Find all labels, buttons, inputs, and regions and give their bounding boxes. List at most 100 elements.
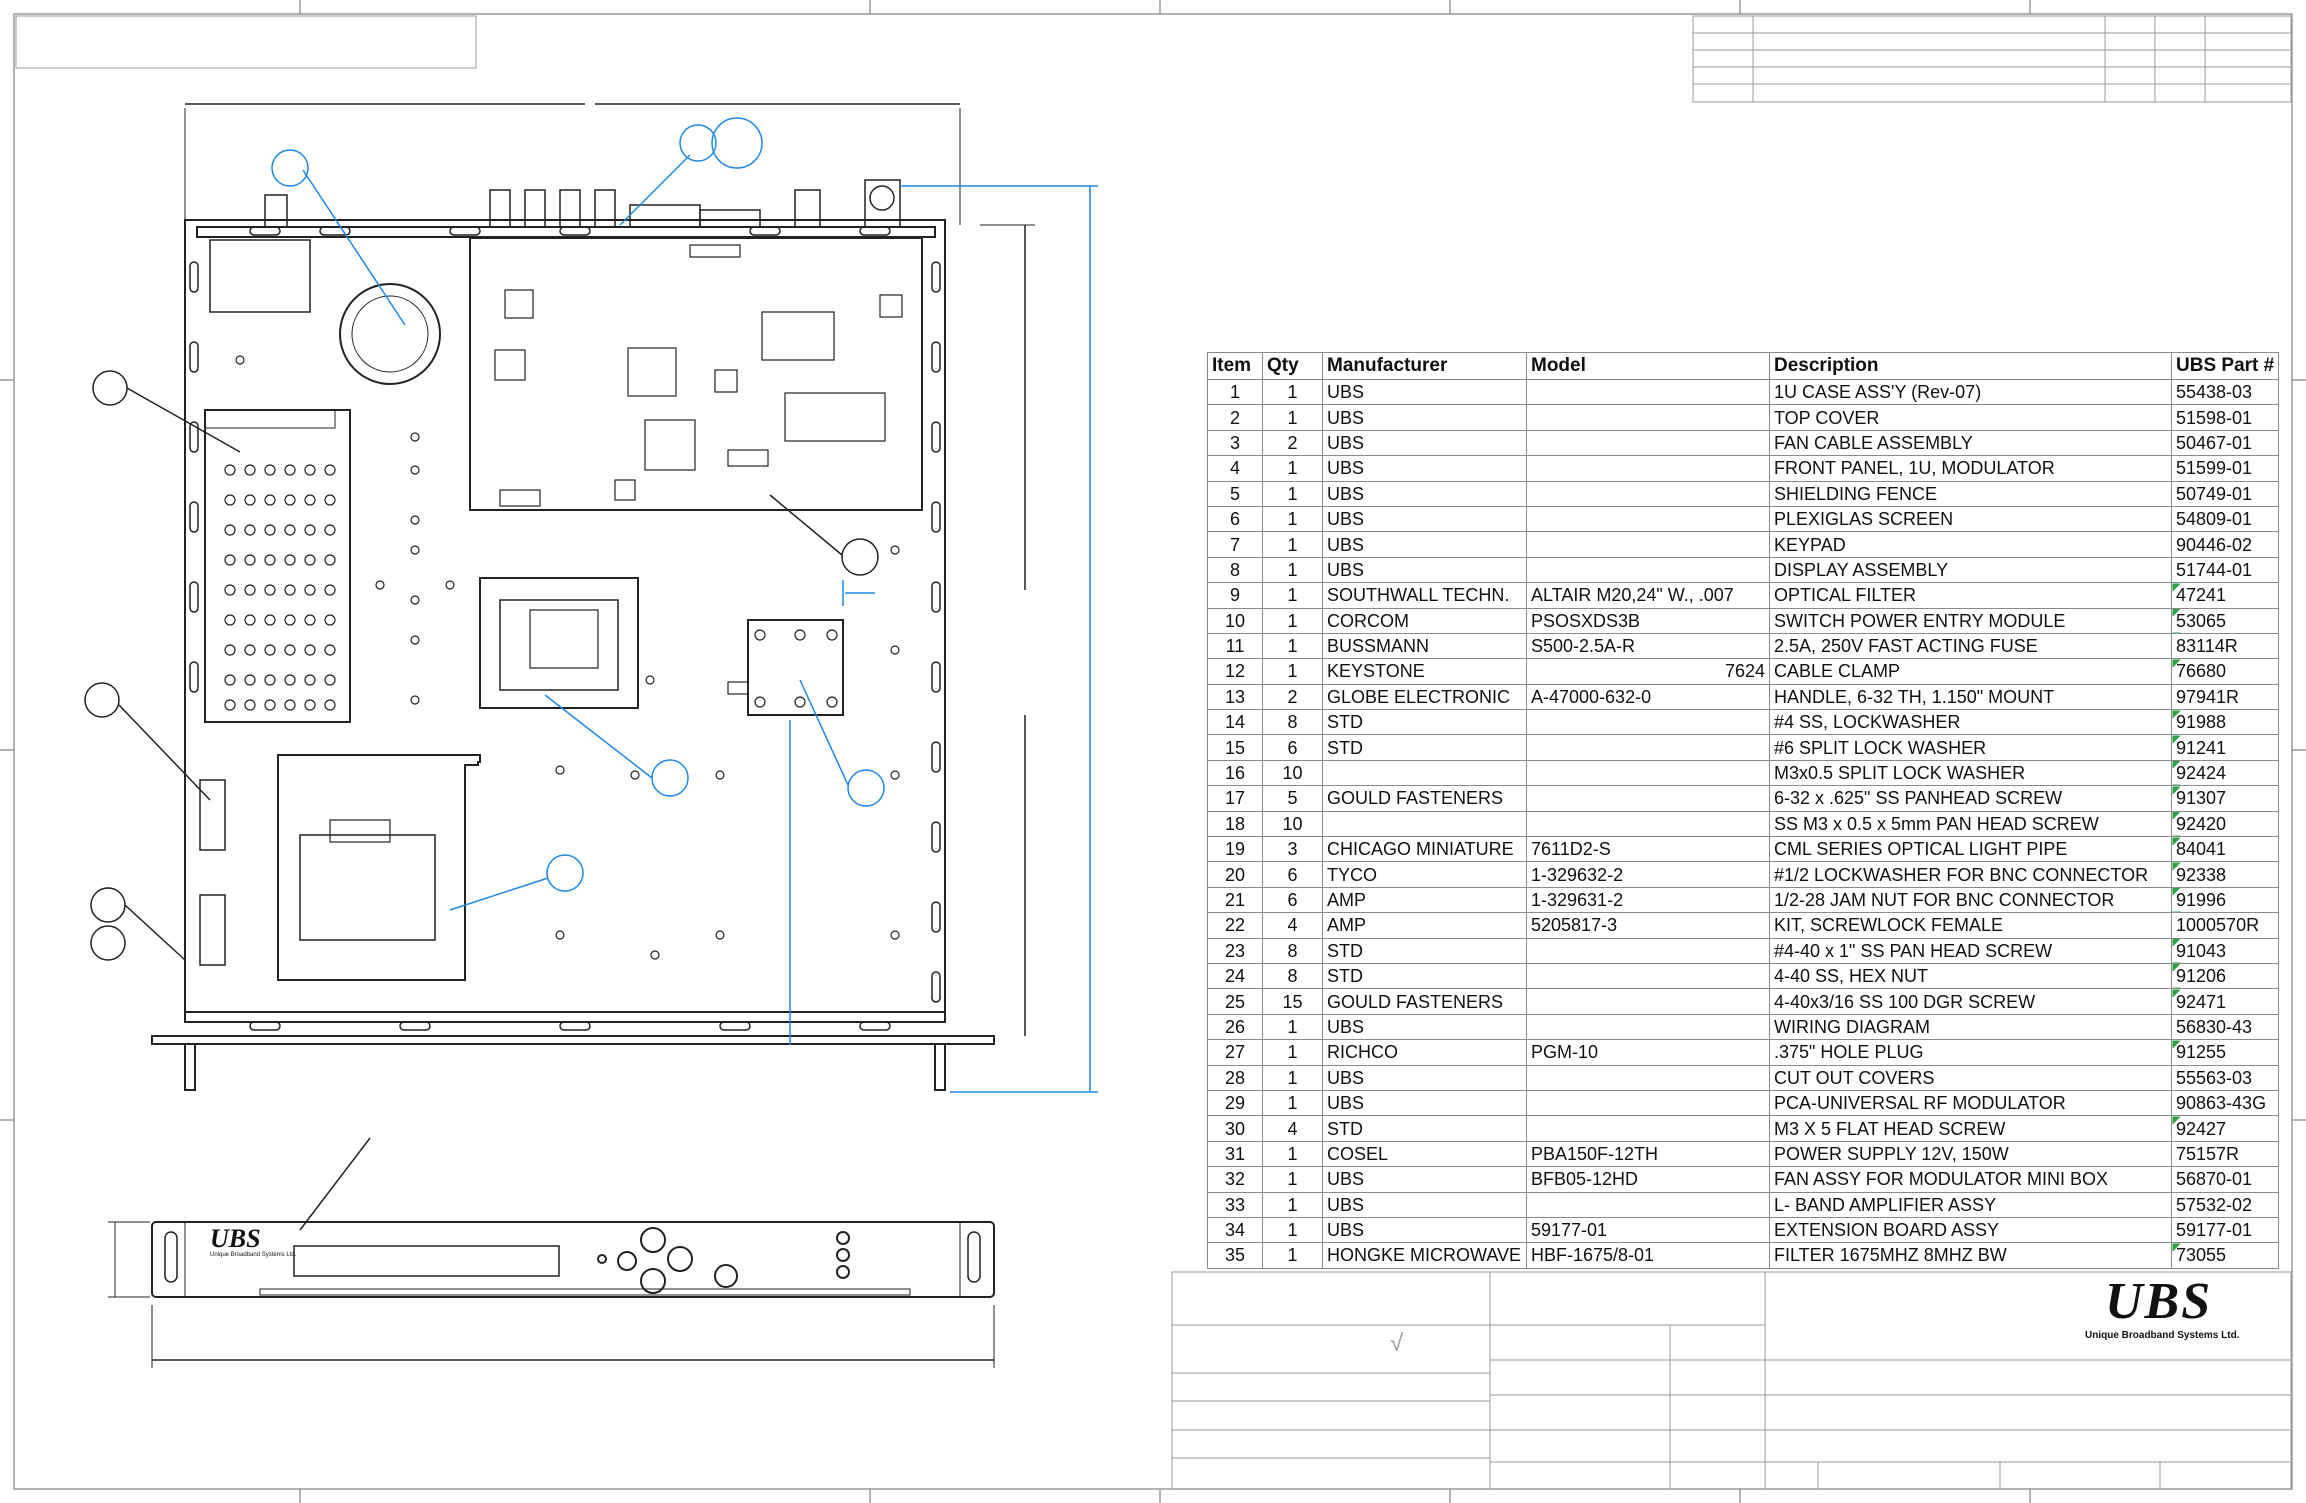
item-cell: 29 — [1207, 1089, 1263, 1117]
manufacturer-cell: HONGKE MICROWAVE — [1322, 1242, 1527, 1269]
dimension-lines — [271, 117, 1098, 1093]
part-number-cell: 75157R — [2170, 1140, 2280, 1168]
description-cell: #4-40 x 1" SS PAN HEAD SCREW — [1769, 937, 2172, 964]
part-number-cell: 1000570R — [2170, 912, 2280, 939]
item-cell: 20 — [1207, 861, 1263, 888]
manufacturer-cell: GLOBE ELECTRONIC — [1322, 683, 1527, 711]
part-number-cell: 91043 — [2170, 937, 2280, 964]
part-number-cell: 53065 — [2170, 607, 2280, 634]
item-cell: 31 — [1207, 1140, 1263, 1168]
header-manufacturer: Manufacturer — [1322, 352, 1527, 380]
qty-cell: 1 — [1262, 378, 1323, 406]
part-number-cell: 47241 — [2170, 582, 2280, 609]
manufacturer-cell: RICHCO — [1322, 1039, 1527, 1066]
description-cell: 4-40x3/16 SS 100 DGR SCREW — [1769, 988, 2172, 1015]
qty-cell: 1 — [1262, 531, 1323, 558]
check-mark: √ — [1390, 1330, 1404, 1357]
qty-cell: 6 — [1262, 734, 1323, 761]
item-cell: 25 — [1207, 988, 1263, 1015]
item-cell: 12 — [1207, 658, 1263, 685]
header-item: Item — [1207, 352, 1263, 380]
model-cell — [1526, 1064, 1770, 1091]
model-cell: PGM-10 — [1526, 1039, 1770, 1066]
model-cell: 1-329632-2 — [1526, 861, 1770, 888]
front-panel-logo: UBS Unique Broadband Systems Ltd. — [210, 1226, 296, 1259]
manufacturer-cell: CORCOM — [1322, 607, 1527, 634]
manufacturer-cell: UBS — [1322, 1013, 1527, 1041]
description-cell: FILTER 1675MHZ 8MHZ BW — [1769, 1242, 2172, 1269]
manufacturer-cell: UBS — [1322, 505, 1527, 533]
part-number-cell: 91988 — [2170, 709, 2280, 736]
header-model: Model — [1526, 352, 1770, 380]
model-cell: PSOSXDS3B — [1526, 607, 1770, 634]
item-cell: 10 — [1207, 607, 1263, 634]
part-number-cell: 56830-43 — [2170, 1013, 2280, 1041]
part-number-cell: 97941R — [2170, 683, 2280, 711]
manufacturer-cell: STD — [1322, 937, 1527, 964]
part-number-cell: 54809-01 — [2170, 505, 2280, 533]
item-cell: 2 — [1207, 404, 1263, 431]
manufacturer-cell: UBS — [1322, 378, 1527, 406]
qty-cell: 1 — [1262, 455, 1323, 482]
manufacturer-cell: SOUTHWALL TECHN. — [1322, 582, 1527, 609]
qty-cell: 1 — [1262, 1191, 1323, 1218]
description-cell: CML SERIES OPTICAL LIGHT PIPE — [1769, 836, 2172, 863]
manufacturer-cell: KEYSTONE — [1322, 658, 1527, 685]
manufacturer-cell: UBS — [1322, 455, 1527, 482]
item-cell: 19 — [1207, 836, 1263, 863]
description-cell: SHIELDING FENCE — [1769, 480, 2172, 507]
item-cell: 30 — [1207, 1115, 1263, 1142]
item-cell: 21 — [1207, 886, 1263, 914]
model-cell — [1526, 455, 1770, 482]
part-number-cell: 83114R — [2170, 632, 2280, 660]
manufacturer-cell: UBS — [1322, 1191, 1527, 1218]
manufacturer-cell: STD — [1322, 709, 1527, 736]
part-number-cell: 56870-01 — [2170, 1166, 2280, 1193]
description-cell: EXTENSION BOARD ASSY — [1769, 1216, 2172, 1244]
description-cell: KIT, SCREWLOCK FEMALE — [1769, 912, 2172, 939]
model-cell: 59177-01 — [1526, 1216, 1770, 1244]
qty-cell: 2 — [1262, 429, 1323, 457]
qty-cell: 15 — [1262, 988, 1323, 1015]
description-cell: 6-32 x .625" SS PANHEAD SCREW — [1769, 785, 2172, 812]
description-cell: SWITCH POWER ENTRY MODULE — [1769, 607, 2172, 634]
qty-cell: 4 — [1262, 912, 1323, 939]
item-cell: 28 — [1207, 1064, 1263, 1091]
manufacturer-cell: UBS — [1322, 1216, 1527, 1244]
model-cell — [1526, 429, 1770, 457]
item-cell: 24 — [1207, 962, 1263, 990]
item-cell: 13 — [1207, 683, 1263, 711]
qty-cell: 1 — [1262, 556, 1323, 584]
model-cell: 7611D2-S — [1526, 836, 1770, 863]
description-cell: 1U CASE ASS'Y (Rev-07) — [1769, 378, 2172, 406]
item-cell: 7 — [1207, 531, 1263, 558]
model-cell — [1526, 1115, 1770, 1142]
manufacturer-cell: UBS — [1322, 1064, 1527, 1091]
item-cell: 35 — [1207, 1242, 1263, 1269]
part-number-cell: 51598-01 — [2170, 404, 2280, 431]
bill-of-materials-table: Item Qty Manufacturer Model Description … — [1207, 352, 2280, 1269]
manufacturer-cell: GOULD FASTENERS — [1322, 785, 1527, 812]
item-cell: 18 — [1207, 810, 1263, 838]
